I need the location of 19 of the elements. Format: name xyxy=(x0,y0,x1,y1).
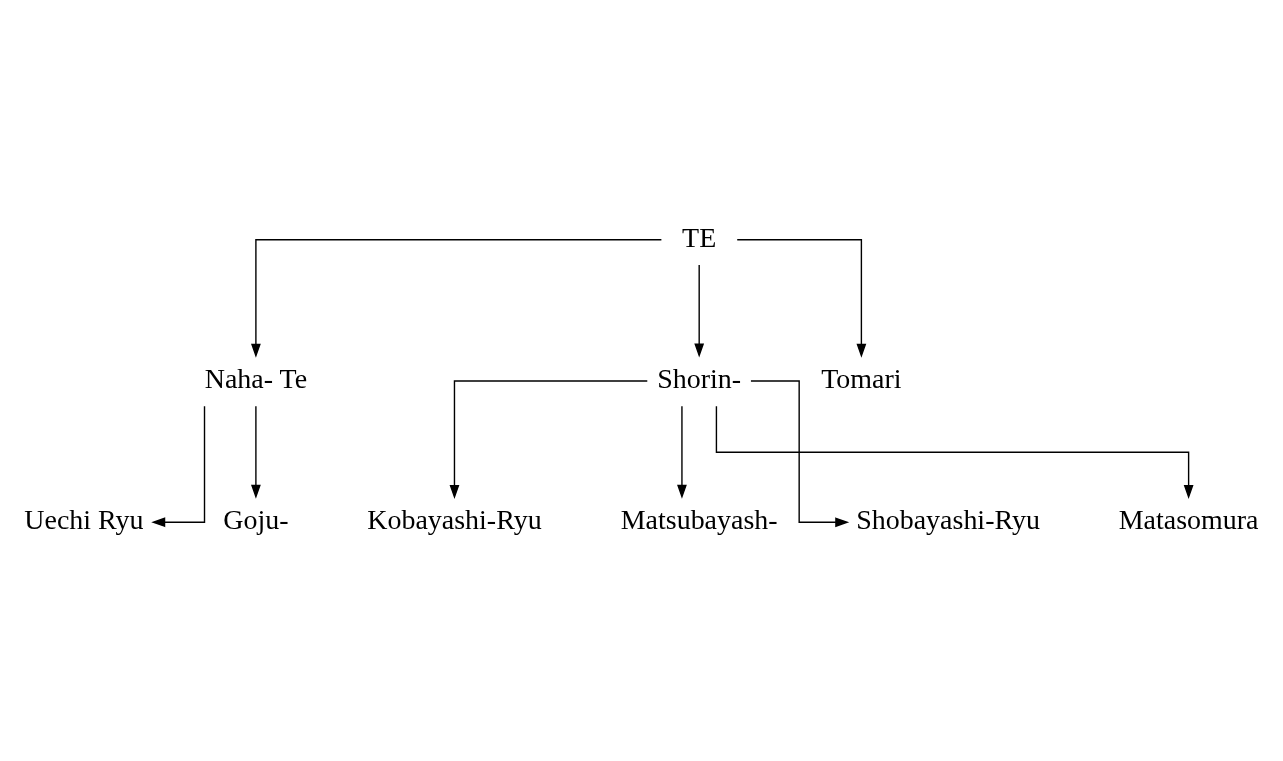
node-text: Shobayashi-Ryu xyxy=(856,503,1040,535)
node-text: TE xyxy=(682,221,717,253)
arrow xyxy=(750,379,850,527)
node-text: Tomari xyxy=(821,362,902,394)
arrow xyxy=(677,405,687,499)
arrow xyxy=(151,405,206,527)
arrow xyxy=(715,405,1194,499)
node-text: Matasomura xyxy=(1118,503,1259,535)
node-text: Uechi Ryu xyxy=(24,503,144,535)
node-text: Matsubayash- xyxy=(620,503,778,535)
arrow xyxy=(736,238,867,358)
arrow xyxy=(694,263,705,358)
node-text: Naha- Te xyxy=(204,362,308,394)
arrow xyxy=(449,379,648,499)
node-text: Shorin- xyxy=(657,362,742,394)
arrow xyxy=(251,405,261,499)
node-text: Goju- xyxy=(223,503,289,535)
arrow xyxy=(251,238,663,358)
node-text: Kobayashi-Ryu xyxy=(367,503,542,535)
